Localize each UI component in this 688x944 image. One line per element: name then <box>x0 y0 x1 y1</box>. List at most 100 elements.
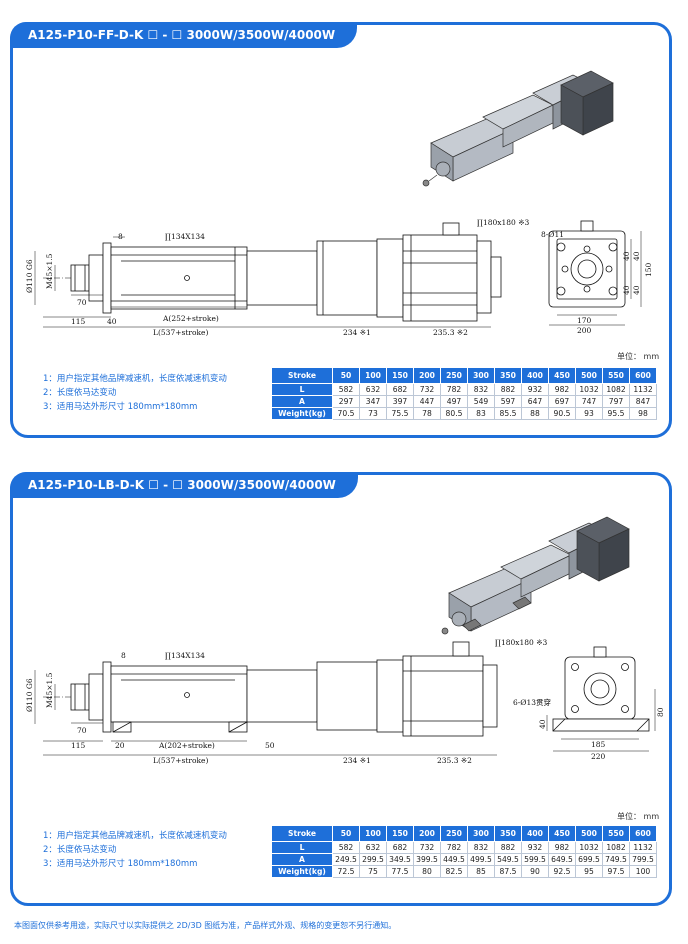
cell: 682 <box>386 841 414 854</box>
cell: 982 <box>548 841 576 854</box>
cell: 399.5 <box>413 853 441 866</box>
cell: 90.5 <box>548 407 576 420</box>
cell: 1082 <box>602 383 630 396</box>
dim-70: 70 <box>77 298 87 307</box>
cell: 88 <box>521 407 549 420</box>
product-3d-render <box>422 70 614 187</box>
cell: 882 <box>494 841 522 854</box>
cell: 1032 <box>575 841 603 854</box>
cell: 549 <box>467 395 495 408</box>
cell: 347 <box>359 395 387 408</box>
cell: 632 <box>359 841 387 854</box>
cell: 349.5 <box>386 853 414 866</box>
th: 600 <box>629 367 657 384</box>
th: 200 <box>413 825 441 842</box>
cell: 100 <box>629 865 657 878</box>
table-header-row: Stroke 50 100 150 200 250 300 350 400 45… <box>271 367 657 384</box>
cell: 732 <box>413 383 441 396</box>
panel-title: A125-P10-FF-D-K ☐ - ☐ 3000W/3500W/4000W <box>10 22 358 48</box>
th: 150 <box>386 825 414 842</box>
dim-a: A(252+stroke) <box>162 314 219 323</box>
dim-e150: 150 <box>644 262 653 277</box>
th: 500 <box>575 367 603 384</box>
th: 350 <box>494 825 522 842</box>
cell: 95.5 <box>602 407 630 420</box>
note-2: 2：长度依马达变动 <box>43 388 117 398</box>
th-stroke: Stroke <box>271 825 333 842</box>
cell: 75 <box>359 865 387 878</box>
cell: 582 <box>332 383 360 396</box>
end-view-drawing <box>548 220 642 326</box>
cell: 832 <box>467 841 495 854</box>
table-row: Weight(kg) 70.5 73 75.5 78 80.5 83 85.5 … <box>271 407 657 420</box>
cell: 85.5 <box>494 407 522 420</box>
spec-table: Stroke 50 100 150 200 250 300 350 400 45… <box>271 367 657 420</box>
technical-drawing: Ø110 G6 M45×1.5 ∏134X134 ∏180x180 ※3 8 7… <box>25 70 653 337</box>
cell: 82.5 <box>440 865 468 878</box>
th: 550 <box>602 367 630 384</box>
cell: 93 <box>575 407 603 420</box>
th: 100 <box>359 825 387 842</box>
cell: 832 <box>467 383 495 396</box>
row-label: A <box>271 853 333 866</box>
dim-d110: Ø110 G6 <box>25 259 34 293</box>
row-label: Weight(kg) <box>271 407 333 420</box>
cell: 682 <box>386 383 414 396</box>
note-2: 2：长度依马达变动 <box>43 845 117 855</box>
dim-thread: M45×1.5 <box>45 253 54 289</box>
cell: 78 <box>413 407 441 420</box>
th: 100 <box>359 367 387 384</box>
cell: 77.5 <box>386 865 414 878</box>
table-row: Weight(kg) 72.5 75 77.5 80 82.5 85 87.5 … <box>271 865 657 878</box>
end-view-drawing <box>546 646 656 752</box>
cell: 932 <box>521 383 549 396</box>
dim-e40b: 40 <box>632 251 641 261</box>
dim-flange: ∏134X134 <box>165 651 205 660</box>
dim-235: 235.3 ※2 <box>433 328 468 337</box>
product-3d-render <box>441 516 630 635</box>
cell: 447 <box>413 395 441 408</box>
unit-label: 单位： mm <box>617 352 660 361</box>
dim-thread: M45×1.5 <box>45 672 54 708</box>
notes: 1：用户指定其他品牌减速机，长度依减速机变动 2：长度依马达变动 3：适用马达外… <box>43 829 227 871</box>
dim-motor: ∏180x180 ※3 <box>495 638 547 647</box>
dim-e220: 220 <box>591 752 606 761</box>
th: 250 <box>440 825 468 842</box>
th: 450 <box>548 825 576 842</box>
cell: 599.5 <box>521 853 549 866</box>
cell: 72.5 <box>332 865 360 878</box>
dim-e40c: 40 <box>622 285 631 295</box>
note-3: 3：适用马达外形尺寸 180mm*180mm <box>43 859 198 869</box>
footer-disclaimer: 本图面仅供参考用途，实际尺寸以实际提供之 2D/3D 图纸为准，产品样式外观、规… <box>14 921 397 930</box>
th-stroke: Stroke <box>271 367 333 384</box>
cell: 1032 <box>575 383 603 396</box>
note-1: 1：用户指定其他品牌减速机，长度依减速机变动 <box>43 374 227 384</box>
unit-label: 单位： mm <box>617 812 660 821</box>
dim-8: 8 <box>121 651 126 660</box>
cell: 90 <box>521 865 549 878</box>
spec-table: Stroke 50 100 150 200 250 300 350 400 45… <box>271 825 657 878</box>
dim-e185: 185 <box>591 740 606 749</box>
dim-d110: Ø110 G6 <box>25 678 34 712</box>
side-view-drawing <box>34 641 498 756</box>
notes: 1：用户指定其他品牌减速机，长度依减速机变动 2：长度依马达变动 3：适用马达外… <box>43 372 227 414</box>
dim-e80: 80 <box>656 707 665 717</box>
th: 400 <box>521 367 549 384</box>
side-view-drawing <box>34 222 502 328</box>
cell: 797 <box>602 395 630 408</box>
cell: 582 <box>332 841 360 854</box>
dim-8: 8 <box>118 232 123 241</box>
th: 350 <box>494 367 522 384</box>
th: 250 <box>440 367 468 384</box>
cell: 882 <box>494 383 522 396</box>
cell: 499.5 <box>467 853 495 866</box>
cell: 85 <box>467 865 495 878</box>
cell: 799.5 <box>629 853 657 866</box>
th: 50 <box>332 825 360 842</box>
th: 450 <box>548 367 576 384</box>
dimension-labels: Ø110 G6 M45×1.5 ∏134X134 ∏180x180 ※3 8 7… <box>25 638 665 765</box>
dim-234: 234 ※1 <box>343 328 371 337</box>
dim-40: 40 <box>107 317 117 326</box>
cell: 97.5 <box>602 865 630 878</box>
th: 600 <box>629 825 657 842</box>
